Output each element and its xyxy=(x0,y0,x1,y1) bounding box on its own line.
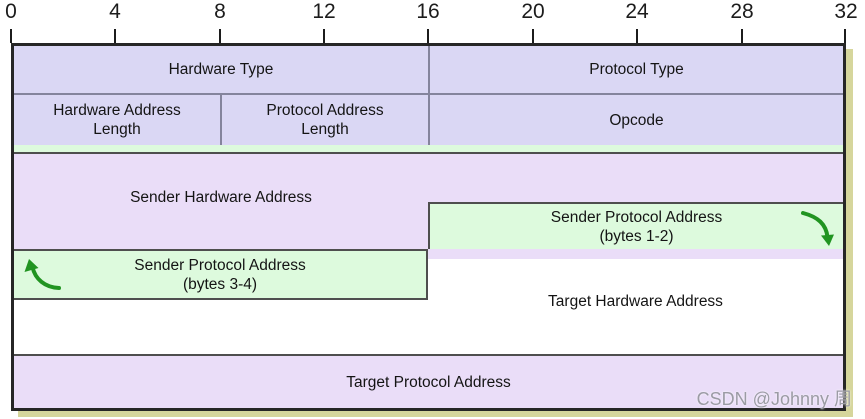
packet-field-table: Hardware Type Protocol Type Hardware Add… xyxy=(11,43,846,411)
ruler-label-0: 0 xyxy=(5,0,17,23)
ruler-label-16: 16 xyxy=(416,0,440,23)
ruler-label-24: 24 xyxy=(625,0,649,23)
ruler-tick xyxy=(114,29,116,43)
ruler-label-12: 12 xyxy=(312,0,336,23)
field-label: Protocol Type xyxy=(589,61,684,78)
field-label: Hardware Type xyxy=(168,61,274,78)
ruler-tick xyxy=(636,29,638,43)
ruler-tick xyxy=(427,29,429,43)
field-label-line1: Hardware Address xyxy=(53,102,181,119)
ruler-tick xyxy=(844,29,846,43)
field-label-line2: Length xyxy=(93,121,141,138)
field-target-protocol-address: Target Protocol Address xyxy=(14,354,843,408)
watermark: CSDN @Johnny 周 xyxy=(696,389,852,409)
field-label-line2: Length xyxy=(301,121,349,138)
field-sender-protocol-address-bytes-1-2: Sender Protocol Address (bytes 1-2) xyxy=(428,202,843,249)
field-label-line1: Sender Protocol Address xyxy=(550,208,723,226)
field-label: Opcode xyxy=(609,111,664,129)
ruler-tick xyxy=(323,29,325,43)
ruler-tick xyxy=(532,29,534,43)
field-label: Target Hardware Address xyxy=(548,293,723,310)
field-sender-hardware-address: Sender Hardware Address xyxy=(14,145,428,249)
field-sender-protocol-address-bytes-3-4: Sender Protocol Address (bytes 3-4) xyxy=(14,249,428,300)
curved-arrow-down-right-icon xyxy=(801,211,834,246)
ruler-label-20: 20 xyxy=(521,0,545,23)
ruler-label-28: 28 xyxy=(730,0,754,23)
field-label-line2: (bytes 3-4) xyxy=(182,275,258,293)
ruler-tick xyxy=(10,29,12,43)
field-target-hardware-address: Target Hardware Address xyxy=(428,249,843,354)
field-protocol-type: Protocol Type xyxy=(428,46,843,93)
field-label: Target Protocol Address xyxy=(346,373,511,391)
field-label: Sender Hardware Address xyxy=(130,188,312,206)
field-opcode: Opcode xyxy=(428,93,843,145)
field-label-line1: Protocol Address xyxy=(266,102,384,119)
ruler-tick xyxy=(219,29,221,43)
ruler-label-4: 4 xyxy=(109,0,121,23)
field-protocol-address-length: Protocol Address Length xyxy=(220,93,428,145)
ruler-label-32: 32 xyxy=(834,0,858,23)
curved-arrow-up-left-icon xyxy=(24,259,61,290)
field-hardware-address-length: Hardware Address Length xyxy=(14,93,220,145)
field-label-line2: (bytes 1-2) xyxy=(599,227,674,245)
ruler-tick xyxy=(741,29,743,43)
field-label-line1: Sender Protocol Address xyxy=(134,256,306,274)
ruler-label-8: 8 xyxy=(214,0,226,23)
field-hardware-type: Hardware Type xyxy=(14,46,428,93)
